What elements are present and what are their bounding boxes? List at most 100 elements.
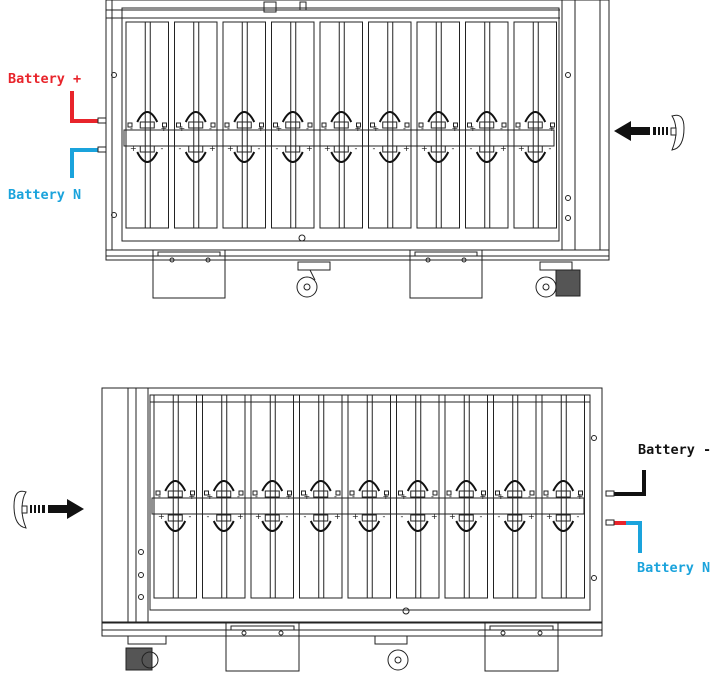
- polarity-mark: -: [546, 492, 549, 501]
- polarity-mark: +: [286, 492, 293, 501]
- battery-cell: -++-: [416, 21, 460, 229]
- battery-cable-icon: [503, 520, 526, 532]
- polarity-mark: +: [431, 512, 438, 521]
- polarity-mark: -: [518, 124, 521, 133]
- polarity-mark: -: [498, 512, 501, 521]
- battery-cable-icon: [164, 480, 187, 492]
- polarity-mark: +: [518, 144, 525, 153]
- battery-cable-icon: [136, 111, 159, 123]
- battery-cable-icon: [261, 480, 284, 492]
- polarity-mark: -: [161, 144, 164, 153]
- battery-cell: +--+: [493, 394, 537, 599]
- hand-icon: [670, 114, 685, 151]
- polarity-mark: +: [158, 512, 165, 521]
- hand-icon: [13, 490, 28, 529]
- battery-negative-label: Battery -: [638, 442, 711, 458]
- polarity-mark: -: [355, 144, 358, 153]
- battery-positive-cable: [70, 91, 107, 124]
- battery-neutral-cable-top: [70, 146, 107, 178]
- polarity-mark: -: [258, 144, 261, 153]
- battery-neutral-cable-bottom: [605, 519, 642, 553]
- battery-cable-icon: [427, 151, 450, 163]
- battery-cable-icon: [503, 480, 526, 492]
- caster-wheel-icon: [535, 261, 581, 298]
- inner-frame: [121, 7, 560, 242]
- battery-cable-icon: [475, 111, 498, 123]
- direction-arrow-icon: [614, 121, 668, 141]
- battery-cable-icon: [475, 151, 498, 163]
- direction-arrow-icon: [30, 499, 84, 519]
- polarity-mark: +: [355, 124, 362, 133]
- polarity-mark: -: [286, 512, 289, 521]
- polarity-mark: +: [237, 512, 244, 521]
- cabinet-frame: [101, 387, 603, 624]
- battery-cable-icon: [427, 111, 450, 123]
- polarity-mark: +: [179, 124, 186, 133]
- battery-cable-icon: [281, 151, 304, 163]
- battery-cell: +--+: [202, 394, 246, 599]
- polarity-mark: -: [373, 144, 376, 153]
- polarity-mark: +: [209, 144, 216, 153]
- battery-cable-icon: [281, 111, 304, 123]
- battery-cable-icon: [309, 480, 332, 492]
- polarity-mark: -: [334, 492, 337, 501]
- polarity-mark: +: [258, 124, 265, 133]
- polarity-mark: -: [304, 512, 307, 521]
- polarity-mark: -: [255, 492, 258, 501]
- battery-cell: -++-: [541, 394, 585, 599]
- battery-cable-icon: [136, 151, 159, 163]
- polarity-mark: -: [528, 492, 531, 501]
- polarity-mark: -: [189, 512, 192, 521]
- polarity-mark: +: [207, 492, 214, 501]
- battery-cell: -++-: [125, 21, 169, 229]
- battery-cable-icon: [358, 480, 381, 492]
- polarity-mark: +: [334, 512, 341, 521]
- battery-negative-cable: [605, 470, 646, 497]
- polarity-mark: +: [324, 144, 331, 153]
- polarity-mark: +: [546, 512, 553, 521]
- battery-cable-icon: [233, 111, 256, 123]
- polarity-mark: -: [227, 124, 230, 133]
- battery-cell: +--+: [465, 21, 509, 229]
- polarity-mark: -: [403, 124, 406, 133]
- battery-cable-icon: [524, 111, 547, 123]
- polarity-mark: -: [324, 124, 327, 133]
- foot-block: [152, 249, 226, 299]
- polarity-mark: +: [227, 144, 234, 153]
- polarity-mark: +: [403, 144, 410, 153]
- polarity-mark: +: [528, 512, 535, 521]
- polarity-mark: +: [130, 144, 137, 153]
- battery-cable-icon: [358, 520, 381, 532]
- polarity-mark: -: [237, 492, 240, 501]
- battery-neutral-label-bottom: Battery N: [637, 560, 710, 576]
- battery-cable-icon: [164, 520, 187, 532]
- battery-cable-icon: [261, 520, 284, 532]
- caster-wheel-icon: [374, 635, 409, 671]
- battery-cell: +--+: [271, 21, 315, 229]
- battery-neutral-label-top: Battery N: [8, 187, 81, 203]
- battery-cable-icon: [406, 480, 429, 492]
- battery-cell: - + + -: [513, 21, 557, 229]
- battery-cell: - + + -: [319, 21, 363, 229]
- polarity-mark: +: [549, 124, 556, 133]
- polarity-mark: +: [480, 492, 487, 501]
- battery-cable-icon: [455, 520, 478, 532]
- polarity-mark: -: [470, 144, 473, 153]
- polarity-mark: -: [421, 124, 424, 133]
- polarity-mark: +: [452, 124, 459, 133]
- battery-cable-icon: [552, 520, 575, 532]
- battery-cable-icon: [378, 151, 401, 163]
- polarity-mark: -: [401, 512, 404, 521]
- foot-block: [484, 622, 559, 672]
- battery-cell: +--+: [368, 21, 412, 229]
- polarity-mark: -: [577, 512, 580, 521]
- polarity-mark: -: [306, 124, 309, 133]
- battery-cell: - + + -: [222, 21, 266, 229]
- battery-cable-icon: [212, 520, 235, 532]
- polarity-mark: +: [421, 144, 428, 153]
- polarity-mark: +: [276, 124, 283, 133]
- polarity-mark: -: [549, 144, 552, 153]
- battery-cable-icon: [378, 111, 401, 123]
- battery-cable-icon: [184, 111, 207, 123]
